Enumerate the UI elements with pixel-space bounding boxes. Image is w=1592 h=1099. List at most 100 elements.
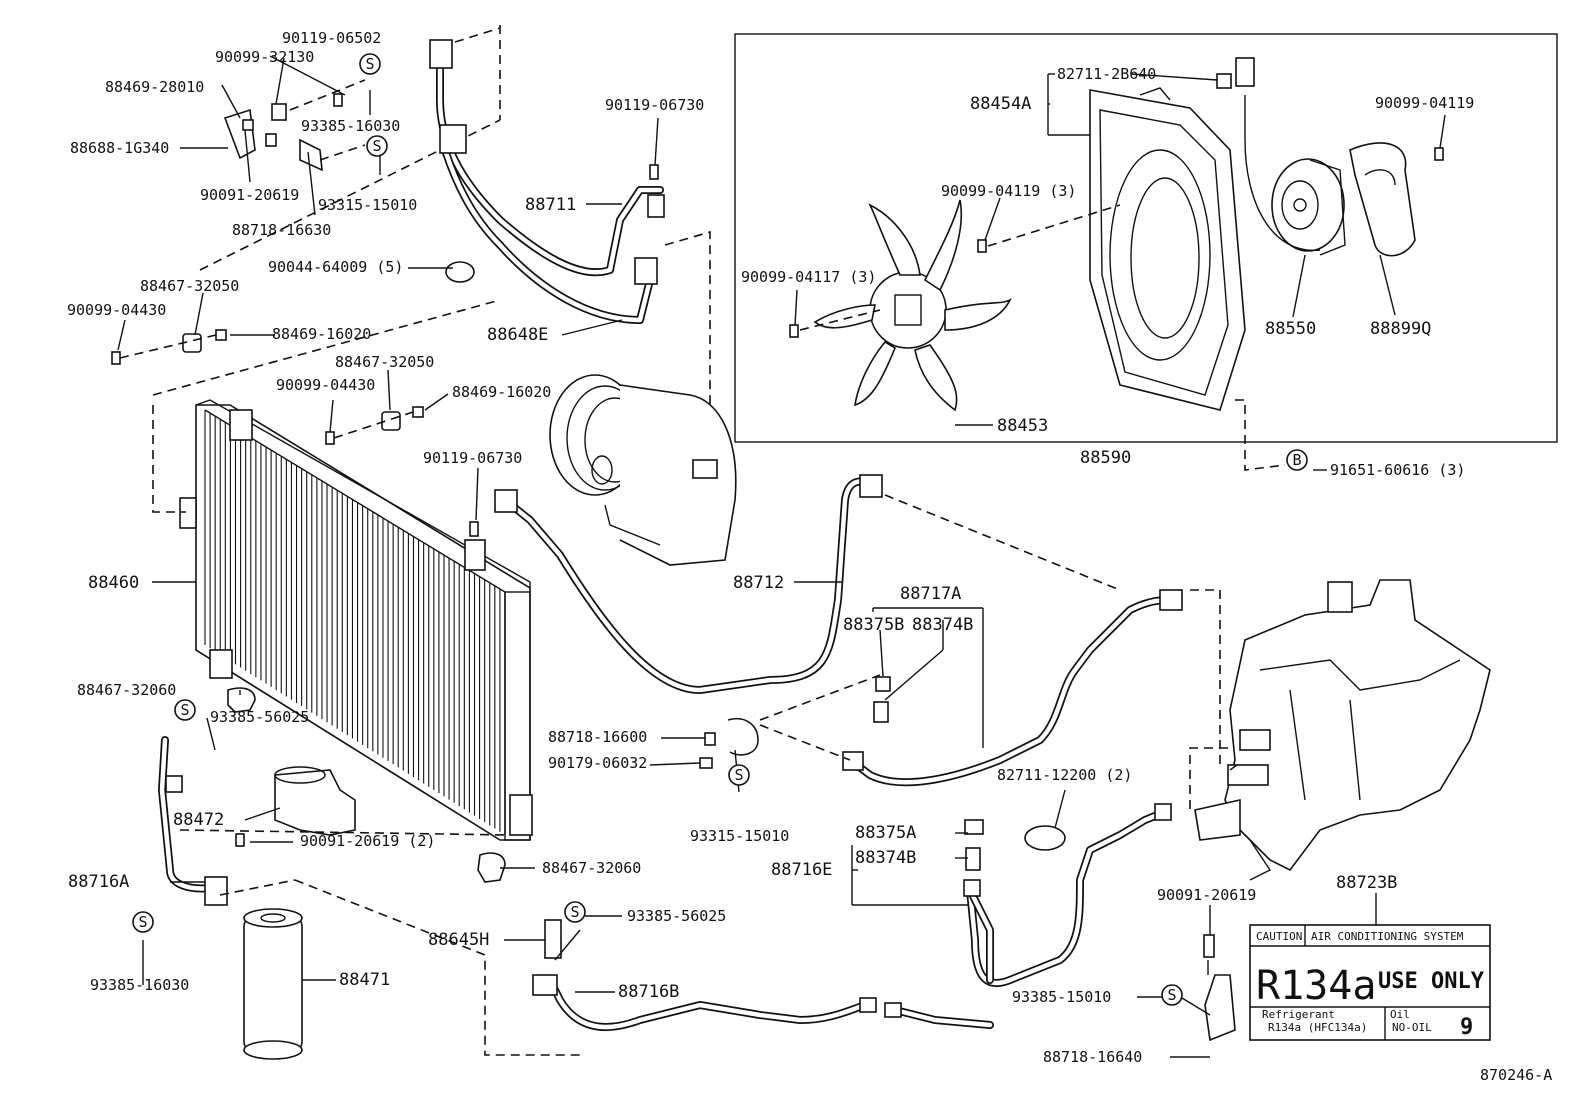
part-label: 88645H (428, 930, 489, 950)
refrigerant-word: Refrigerant (1262, 1008, 1335, 1021)
part-label: 88467-32050 (140, 277, 239, 295)
part-label: 88550 (1265, 319, 1316, 339)
pipe-dash-3 (294, 879, 580, 1056)
hose-88648e-icon (429, 39, 665, 324)
fan-bolt-dash-2 (799, 309, 881, 331)
part-label: 91651-60616 (3) (1330, 461, 1465, 479)
liquid-pipe-dash (1190, 589, 1221, 770)
part-label: 90099-04119 (3) (941, 182, 1076, 200)
oil-word: Oil (1390, 1008, 1410, 1021)
bolt-icon (1203, 934, 1215, 958)
part-label: 93385-56025 (210, 708, 309, 726)
part-label: 88375A (855, 823, 916, 843)
part-label: 88688-1G340 (70, 139, 169, 157)
part-label: 93315-15010 (318, 196, 417, 214)
svg-text:S: S (138, 913, 147, 931)
evap-stub (1229, 764, 1238, 771)
condenser-bracket-dash (199, 119, 501, 271)
condenser-foot-icon-2 (477, 852, 506, 883)
part-label: 88374B (855, 848, 916, 868)
svg-text:S: S (734, 766, 743, 784)
fan-motor-icon (1271, 158, 1346, 256)
part-label: 90091-20619 (1157, 886, 1256, 904)
part-label: 88469-16020 (452, 383, 551, 401)
part-label: 88467-32060 (542, 859, 641, 877)
clip-icon (699, 718, 759, 769)
part-label: 88899Q (1370, 319, 1431, 339)
svg-text:S: S (365, 55, 374, 73)
refrigerant-type: R134a (HFC134a) (1268, 1021, 1367, 1034)
part-label: 90119-06730 (423, 449, 522, 467)
suction-pipe-88716e-icon (963, 803, 1172, 988)
condenser-foot-icon (227, 687, 256, 713)
part-label: 93315-15010 (690, 827, 789, 845)
pipe-clamp-icon (1024, 825, 1066, 851)
liquid-pipe-88717a-icon (842, 589, 1183, 787)
insulator-dash-2 (333, 411, 414, 439)
clamp-icon (445, 261, 475, 283)
bracket-dash-2 (319, 144, 366, 161)
part-label: 88718-16640 (1043, 1048, 1142, 1066)
part-label: 88718-16600 (548, 728, 647, 746)
part-label: 88648E (487, 325, 548, 345)
evap-dash (1189, 747, 1228, 810)
evaporator-unit-icon (1194, 579, 1491, 881)
hose-to-evap-dash (884, 494, 1121, 591)
part-label: 88454A (970, 94, 1031, 114)
part-label: 93385-16030 (90, 976, 189, 994)
insulator-icon (111, 329, 424, 445)
svg-text:S: S (180, 701, 189, 719)
hose-top-dash (454, 27, 501, 43)
part-label: 88453 (997, 416, 1048, 436)
part-label: 88375B (843, 615, 904, 635)
figure-id: 870246-A (1480, 1066, 1552, 1084)
bolt-icon (469, 521, 479, 537)
fan-shroud (1089, 87, 1246, 411)
bracket-88718-16640-icon (1204, 974, 1236, 1042)
part-label: 88711 (525, 195, 576, 215)
compressor-icon (549, 374, 737, 566)
bracket-dash (289, 79, 366, 111)
pipe-88716a-icon (158, 736, 228, 906)
svg-text:S: S (1167, 986, 1176, 1004)
bracket-icon (223, 93, 343, 172)
part-label: 88716E (771, 860, 832, 880)
pipe-dash-2 (219, 879, 296, 896)
part-label: 90099-04117 (3) (741, 268, 876, 286)
part-label: 88723B (1336, 873, 1397, 893)
part-label: 88718-16630 (232, 221, 331, 239)
part-label: 90119-06502 (282, 29, 381, 47)
part-label: 88469-16020 (272, 325, 371, 343)
hose-to-compressor-dash (664, 230, 711, 440)
part-label: 88467-32050 (335, 353, 434, 371)
system-text: AIR CONDITIONING SYSTEM (1311, 930, 1464, 943)
part-label: 90099-04430 (276, 376, 375, 394)
refrigerant-code: R134a (1256, 963, 1376, 1009)
part-label: 88469-28010 (105, 78, 204, 96)
part-label: 90099-04430 (67, 301, 166, 319)
part-label: 93385-56025 (627, 907, 726, 925)
part-label: 90179-06032 (548, 754, 647, 772)
condenser-icon (179, 399, 533, 841)
bolt-icon (789, 147, 1444, 338)
connector-clip-icon (1216, 73, 1232, 89)
valve-dash-2 (759, 674, 881, 721)
bolt-icon (649, 164, 659, 180)
part-label: 88716B (618, 982, 679, 1002)
oil-value: NO-OIL (1392, 1021, 1432, 1034)
part-label: 88472 (173, 810, 224, 830)
part-label: 88716A (68, 872, 129, 892)
part-label: 82711-12200 (2) (997, 766, 1132, 784)
part-label: 90099-04119 (1375, 94, 1474, 112)
part-label: 88717A (900, 584, 961, 604)
bolt-icon (235, 833, 245, 847)
leader-lines (117, 55, 1446, 1058)
svg-text:S: S (570, 903, 579, 921)
condenser-mount-dash (152, 405, 186, 513)
s-marker-icon: S S S S S S S (132, 53, 1183, 1006)
receiver-holder-icon (274, 766, 356, 836)
discharge-hose-88712-icon (494, 474, 883, 694)
part-label: 88460 (88, 573, 139, 593)
caution-text: CAUTION (1256, 930, 1302, 943)
